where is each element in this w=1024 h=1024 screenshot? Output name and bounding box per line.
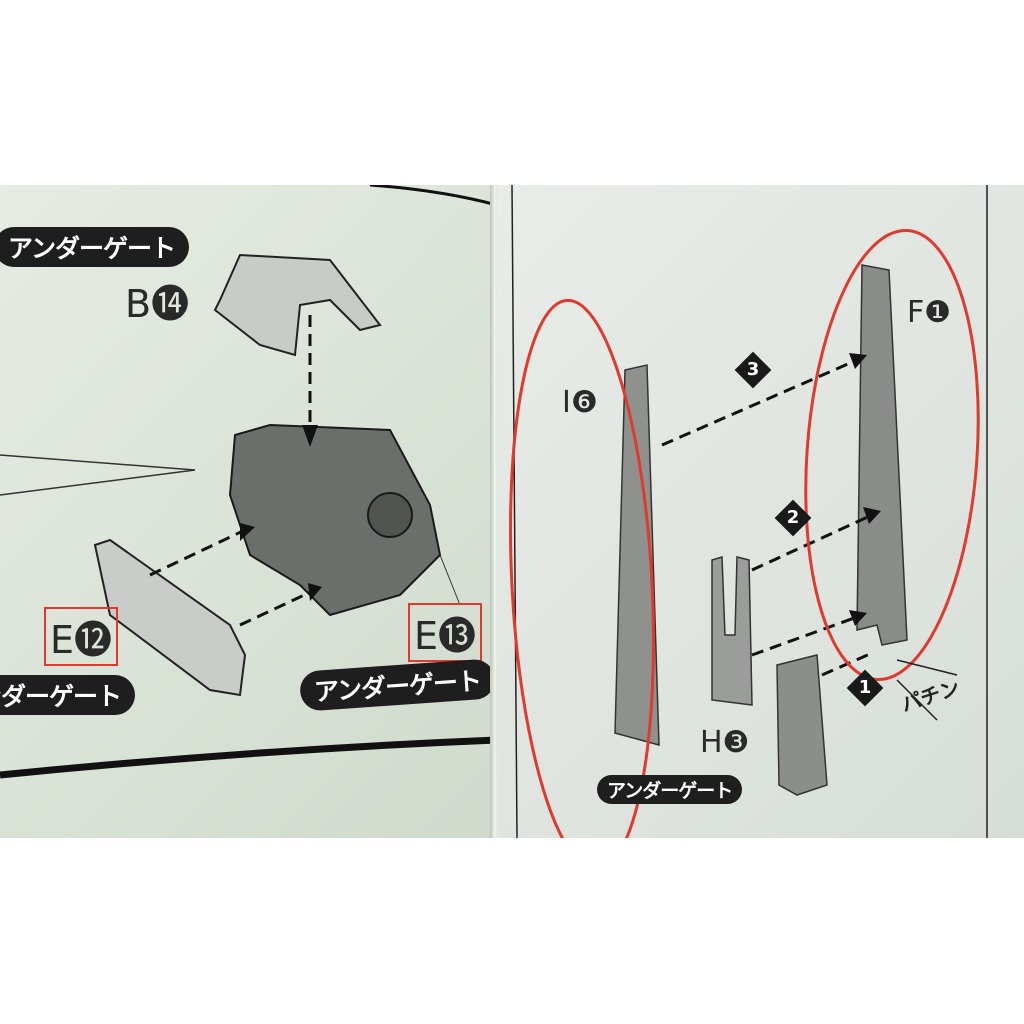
part-b14-shape: [213, 253, 382, 357]
part-f1-shape: [856, 264, 908, 646]
part-e12-shape: [93, 538, 247, 697]
step-marker-1: 1: [846, 669, 884, 707]
part-label-b14: B⓮: [125, 282, 190, 326]
part-label-f1: F❶: [907, 295, 952, 330]
left-diagram: [0, 185, 497, 779]
right-manual-page: I❻ F❶ H❸ アンダーゲート 3 2 1: [497, 185, 1024, 838]
page-curve-line: [369, 185, 497, 207]
step-marker-3: 3: [734, 351, 772, 389]
part-label-h3: H❸: [700, 725, 750, 760]
part-h3-block-shape: [776, 654, 828, 796]
book-gutter: [490, 185, 500, 838]
part-h3-frame-shape: [711, 556, 753, 706]
gate-label-e12: アンダーゲート: [0, 675, 136, 715]
section-divider: [0, 736, 497, 779]
gate-label-b14: アンダーゲート: [0, 227, 190, 267]
left-manual-page: アンダーゲート B⓮ E⓬ アンダーゲート E⓭ アンダーゲート: [0, 185, 497, 838]
right-diagram: [509, 185, 988, 838]
part-label-e13: E⓭: [408, 603, 483, 662]
manual-photo: アンダーゲート B⓮ E⓬ アンダーゲート E⓭ アンダーゲート I❻: [0, 185, 1024, 838]
red-circle-i6: [509, 298, 655, 838]
red-circle-f1: [804, 228, 980, 682]
part-label-e12: E⓬: [44, 607, 119, 666]
part-i6-shape: [614, 364, 660, 746]
step-marker-2: 2: [774, 499, 812, 537]
part-label-i6: I❻: [562, 385, 598, 420]
gate-label-h3: アンダーゲート: [597, 775, 743, 804]
